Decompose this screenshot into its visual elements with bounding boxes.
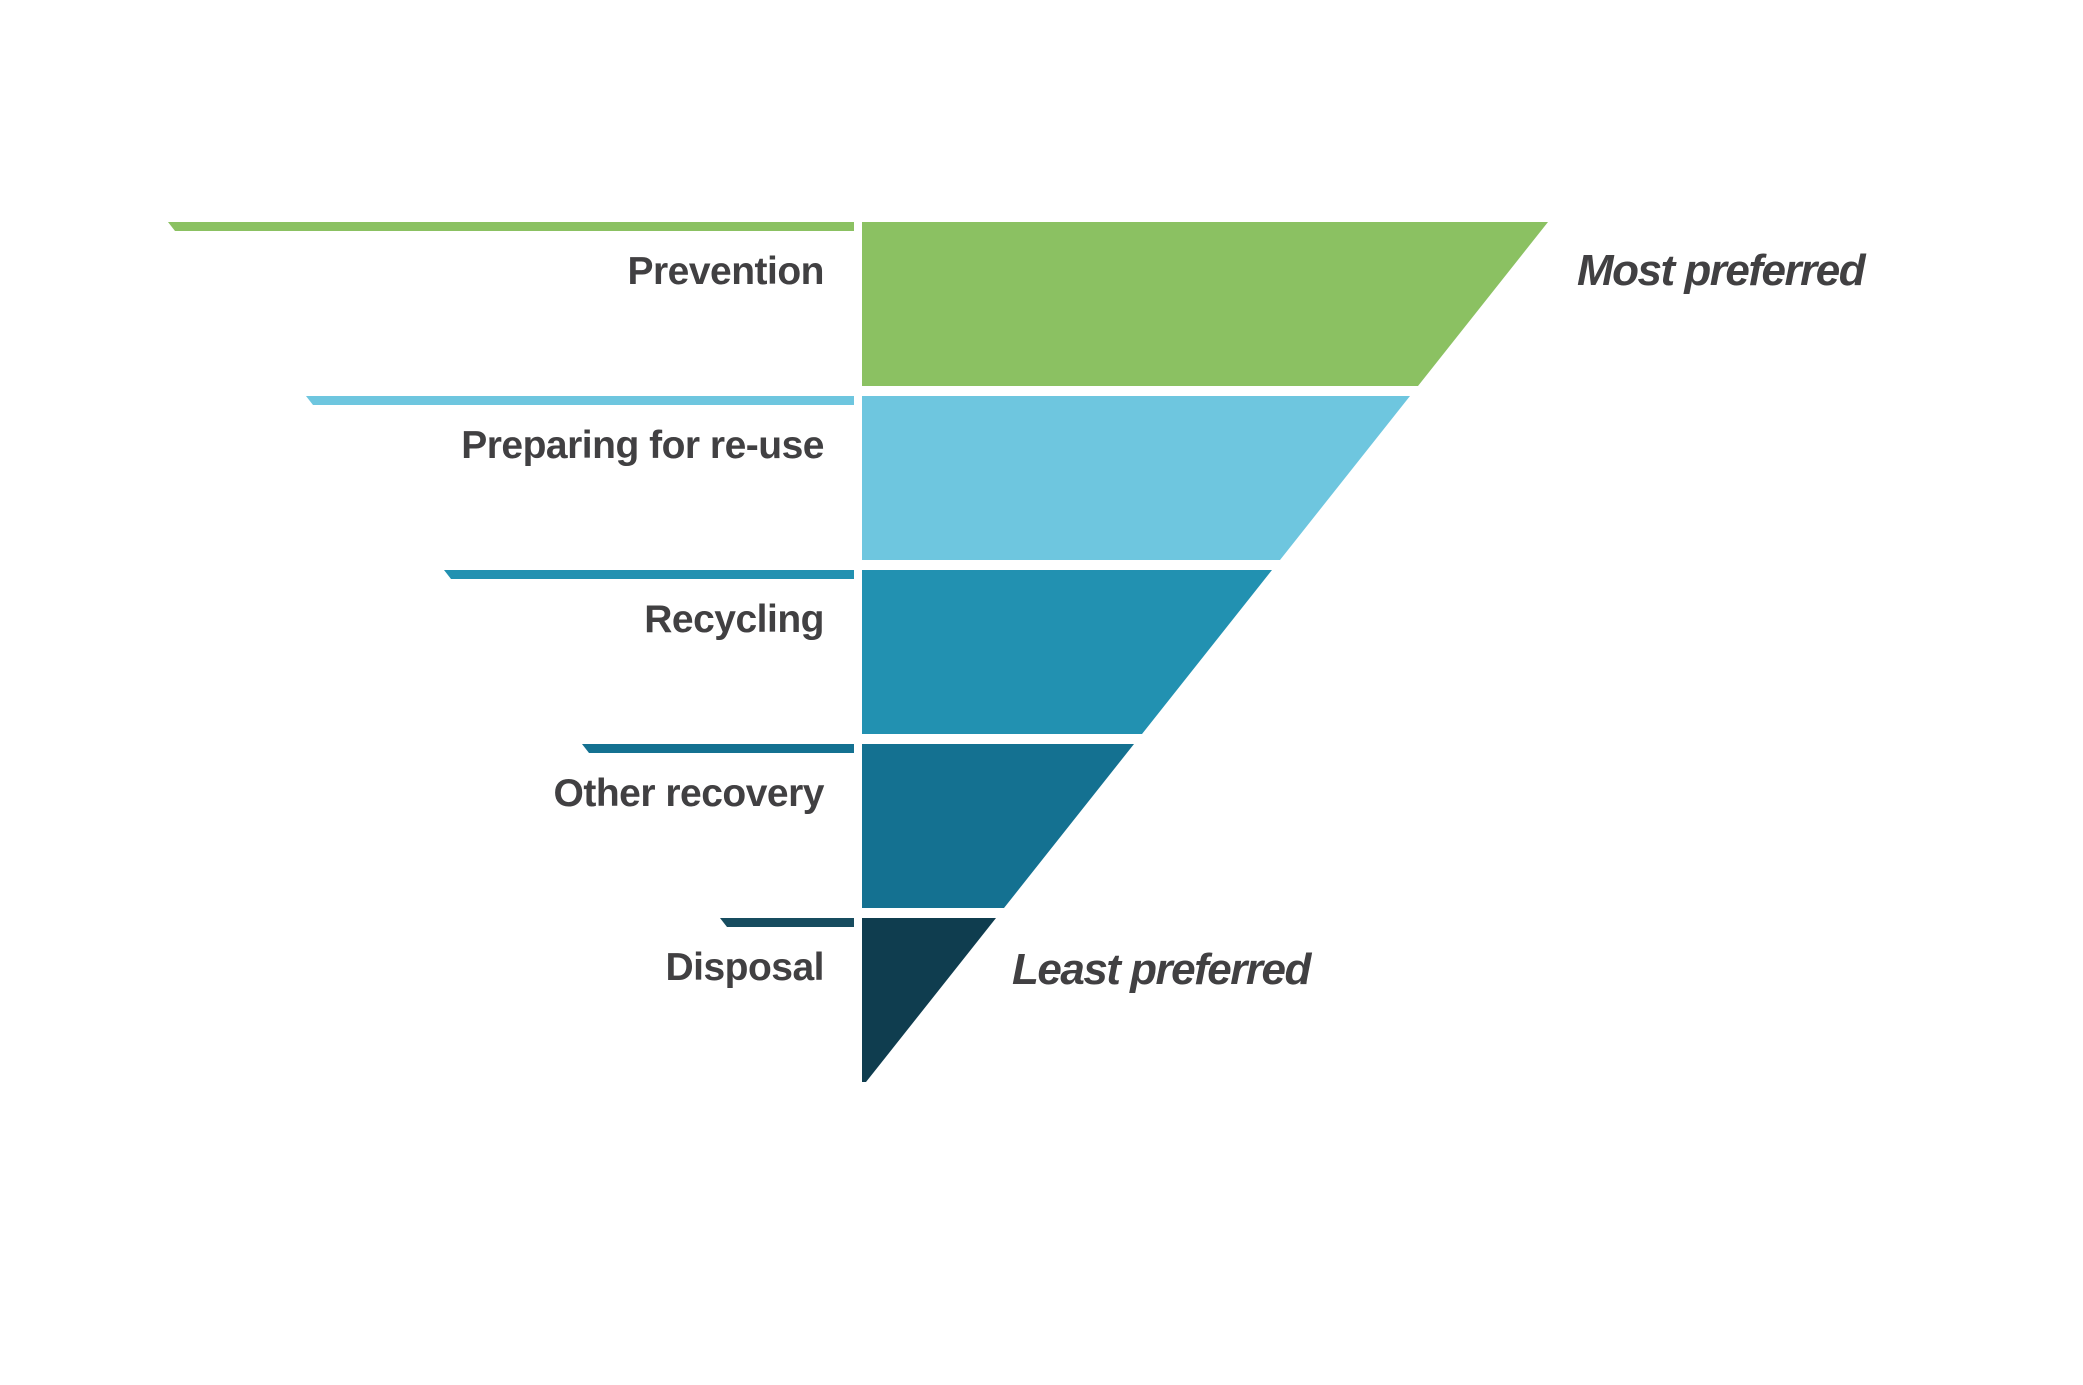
level-line-reuse — [306, 396, 854, 405]
level-label-other-recovery: Other recovery — [553, 772, 825, 815]
level-label-prevention: Prevention — [627, 250, 824, 293]
funnel-segment-recycling — [862, 570, 1272, 734]
level-line-other-recovery — [582, 744, 854, 753]
level-label-recycling: Recycling — [644, 598, 824, 641]
level-label-reuse: Preparing for re-use — [461, 424, 824, 467]
funnel-segment-disposal — [862, 918, 996, 1082]
level-label-disposal: Disposal — [665, 946, 824, 989]
level-line-prevention — [168, 222, 854, 231]
least-preferred-label: Least preferred — [1012, 945, 1311, 994]
level-line-disposal — [720, 918, 854, 927]
most-preferred-label: Most preferred — [1577, 246, 1866, 295]
funnel-segment-reuse — [862, 396, 1410, 560]
funnel-segment-prevention — [862, 222, 1548, 386]
level-line-recycling — [444, 570, 854, 579]
funnel-segment-other-recovery — [862, 744, 1134, 908]
